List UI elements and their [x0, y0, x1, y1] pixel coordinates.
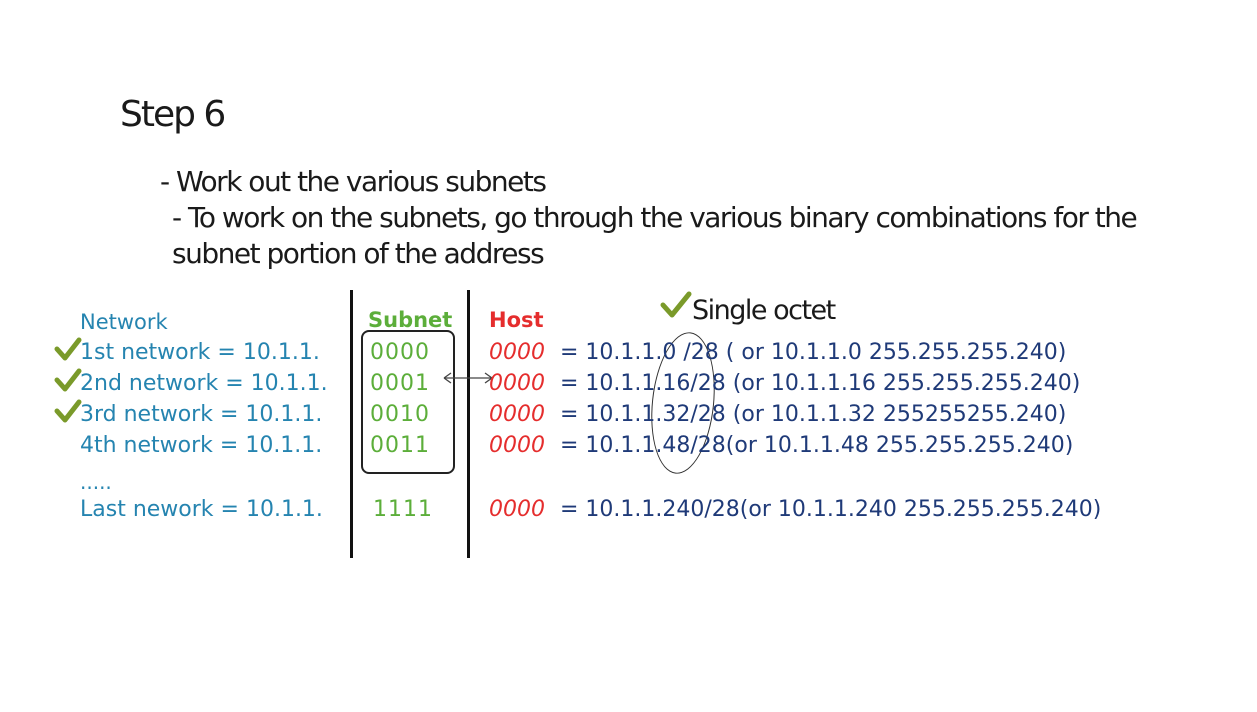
step-title: Step 6 — [120, 94, 226, 135]
subnet-address: = 10.1.1.48/28(or 10.1.1.48 255.255.255.… — [560, 433, 1074, 458]
host-bits: 0000 — [489, 340, 545, 365]
subnet-box — [361, 330, 455, 474]
network-row-last: Last nework = 10.1.1. 1111 0000 = 10.1.1… — [0, 497, 1257, 527]
network-row-1: 1st network = 10.1.1. 0000 0000 = 10.1.1… — [0, 337, 1257, 370]
network-row-3: 3rd network = 10.1.1. 0010 0000 = 10.1.1… — [0, 399, 1257, 432]
divider-network-subnet — [350, 290, 353, 558]
ellipsis: ..... — [80, 470, 112, 494]
network-label: Last nework = 10.1.1. — [80, 497, 323, 522]
bullet-binary-combinations: - To work on the subnets, go through the… — [172, 201, 1138, 270]
network-row-2: 2nd network = 10.1.1. 0001 0000 = 10.1.1… — [0, 368, 1257, 401]
network-label: 4th network = 10.1.1. — [80, 433, 323, 458]
check-icon — [660, 291, 692, 318]
single-octet-label: Single octet — [692, 295, 836, 326]
subnet-address: = 10.1.1.32/28 (or 10.1.1.32 255255255.2… — [560, 402, 1067, 427]
subnet-address: = 10.1.1.0 /28 ( or 10.1.1.0 255.255.255… — [560, 340, 1067, 365]
subnet-bits: 0010 — [370, 402, 430, 427]
network-label: 3rd network = 10.1.1. — [80, 402, 323, 427]
bullet-subnets: - Work out the various subnets — [160, 165, 547, 198]
check-icon — [54, 337, 82, 361]
host-bits: 0000 — [489, 433, 545, 458]
double-arrow-icon — [443, 372, 493, 384]
network-row-4: 4th network = 10.1.1. 0011 0000 = 10.1.1… — [0, 433, 1257, 463]
divider-subnet-host — [467, 290, 470, 558]
host-bits: 0000 — [489, 402, 545, 427]
host-bits: 0000 — [489, 497, 545, 522]
subnet-bits: 0001 — [370, 371, 430, 396]
subnet-address: = 10.1.1.240/28(or 10.1.1.240 255.255.25… — [560, 497, 1102, 522]
network-label: 1st network = 10.1.1. — [80, 340, 320, 365]
subnet-address: = 10.1.1.16/28 (or 10.1.1.16 255.255.255… — [560, 371, 1081, 396]
check-icon — [54, 399, 82, 423]
network-header: Network — [80, 310, 168, 334]
host-bits: 0000 — [489, 371, 545, 396]
network-label: 2nd network = 10.1.1. — [80, 371, 328, 396]
host-header: Host — [489, 308, 544, 332]
check-icon — [54, 368, 82, 392]
subnet-header: Subnet — [368, 308, 453, 332]
subnet-bits: 1111 — [373, 497, 433, 522]
subnet-bits: 0011 — [370, 433, 430, 458]
subnet-bits: 0000 — [370, 340, 430, 365]
